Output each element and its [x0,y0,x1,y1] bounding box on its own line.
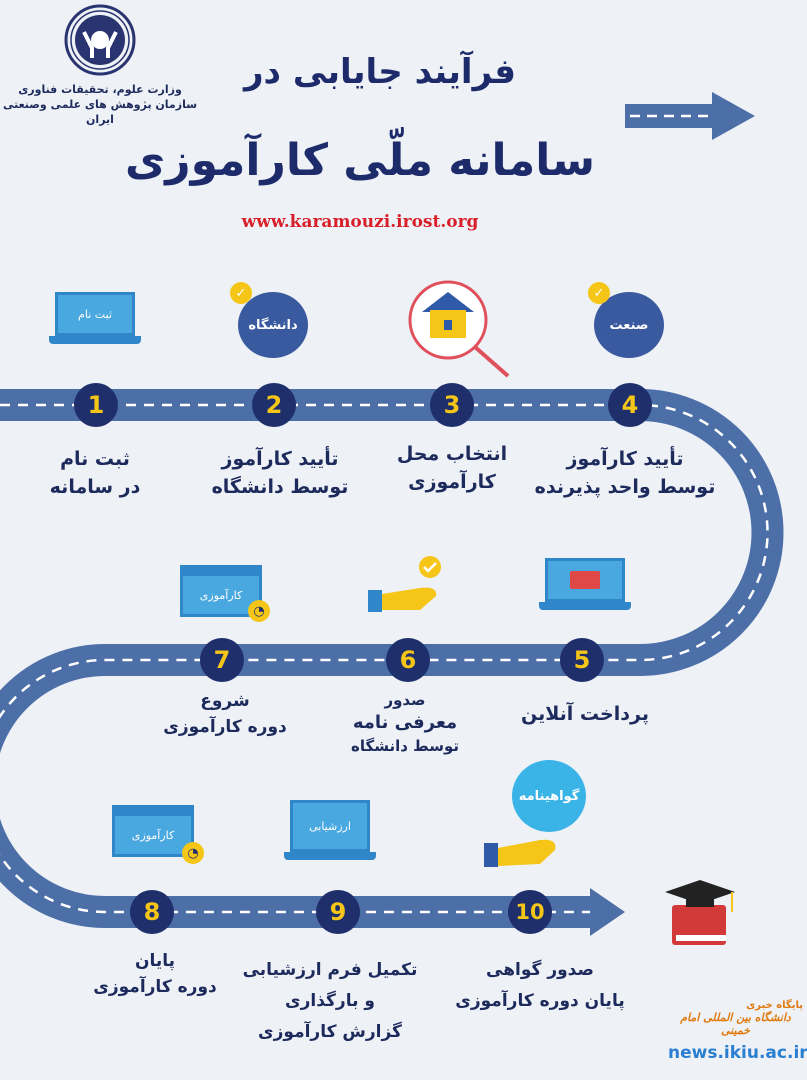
step-line: گزارش کارآموزی [258,1022,402,1042]
step-line: تکمیل فرم ارزشیابی [242,960,418,980]
step-number-8: 8 [130,890,174,934]
check-icon: ✓ [230,282,252,304]
step-line: توسط دانشگاه [211,476,349,498]
step-number-6: 6 [386,638,430,682]
step-number-10: 10 [508,890,552,934]
road-arrowhead [590,888,625,936]
step-line: پایان دوره کارآموزی [455,991,625,1011]
step-line: صدور گواهی [486,960,594,980]
step-label-9: تکمیل فرم ارزشیابی و بارگذاری گزارش کارآمو… [230,955,430,1048]
watermark-url: news.ikiu.ac.ir [668,1043,807,1063]
laptop-screen-label: ارزشیابی [290,800,370,852]
house-search-icon [408,280,510,378]
hand-certificate-icon [484,839,556,867]
step-line: ثبت نام [60,448,130,470]
arrow-right-icon [625,92,755,140]
step-line: و بارگذاری [285,991,375,1011]
calendar-label: کارآموزی [112,813,194,857]
step-number-1: 1 [74,383,118,427]
step-label-10: صدور گواهی پایان دوره کارآموزی [440,955,640,1017]
step-number-5: 5 [560,638,604,682]
step-label-2: تأیید کارآموز توسط دانشگاه [195,445,365,501]
clock-icon: ◔ [182,842,204,864]
certificate-badge-label: گواهینامه [518,788,580,804]
step-label-5: پرداخت آنلاین [490,700,680,728]
step-label-4: تأیید کارآموز توسط واحد پذیرنده [520,445,730,501]
step-line: توسط دانشگاه [350,737,460,755]
step-number-7: 7 [200,638,244,682]
laptop-evaluation-icon: ارزشیابی [284,800,376,860]
step-label-3: انتخاب محل کارآموزی [372,440,532,496]
step-line: پرداخت آنلاین [521,703,649,725]
step-line: دوره کارآموزی [163,717,287,737]
step-label-8: پایان دوره کارآموزی [70,948,240,1000]
step-number-2: 2 [252,383,296,427]
org-line-1: وزارت علوم، تحقیقات فناوری [18,83,182,96]
check-icon: ✓ [588,282,610,304]
step-line: شروع [200,691,250,711]
step-number-9: 9 [316,890,360,934]
step-line: توسط واحد پذیرنده [534,476,716,498]
laptop-screen-label: ثبت نام [55,292,135,336]
org-name: وزارت علوم، تحقیقات فناوری سازمان پژوهش … [0,82,200,127]
step-line: انتخاب محل [396,443,508,465]
laptop-payment-icon [539,558,631,610]
university-badge: دانشگاه [238,292,308,358]
laptop-register-icon: ثبت نام [49,292,141,344]
step-label-7: شروع دوره کارآموزی [140,688,310,740]
step-line: پایان [134,951,176,971]
step-label-6: صدور معرفی نامه توسط دانشگاه [320,690,490,756]
watermark-line-1: پایگاه خبری [746,1000,803,1011]
page-title-line-1: فرآیند جایابی در [243,52,517,92]
step-number-4: 4 [608,383,652,427]
step-line: کارآموزی [408,471,496,493]
website-link[interactable]: www.karamouzi.irost.org [241,212,479,232]
news-watermark: پایگاه خبری دانشگاه بین المللی امام خمین… [668,1000,807,1063]
step-line: در سامانه [49,476,141,498]
credit-card-icon [570,571,600,589]
watermark-line-2: دانشگاه بین المللی امام خمینی [680,1011,791,1037]
graduation-book-icon [665,880,735,945]
industry-badge: صنعت [594,292,664,358]
university-badge-label: دانشگاه [248,317,298,333]
step-line: تأیید کارآموز [221,448,339,470]
clock-icon: ◔ [248,600,270,622]
ministry-logo [64,4,136,76]
step-number-3: 3 [430,383,474,427]
hand-check-icon [368,556,441,612]
calendar-icon: کارآموزی [112,805,194,857]
step-line: صدور [384,691,426,709]
step-label-1: ثبت نام در سامانه [15,445,175,501]
industry-badge-label: صنعت [609,317,649,333]
step-line: معرفی نامه [352,712,458,733]
step-line: دوره کارآموزی [93,977,217,997]
certificate-badge: گواهینامه [512,760,586,832]
page-title-line-2: سامانه ملّی کارآموزی [124,135,596,186]
org-line-2: سازمان پژوهش های علمی وصنعتی ایران [2,98,198,126]
step-line: تأیید کارآموز [566,448,684,470]
